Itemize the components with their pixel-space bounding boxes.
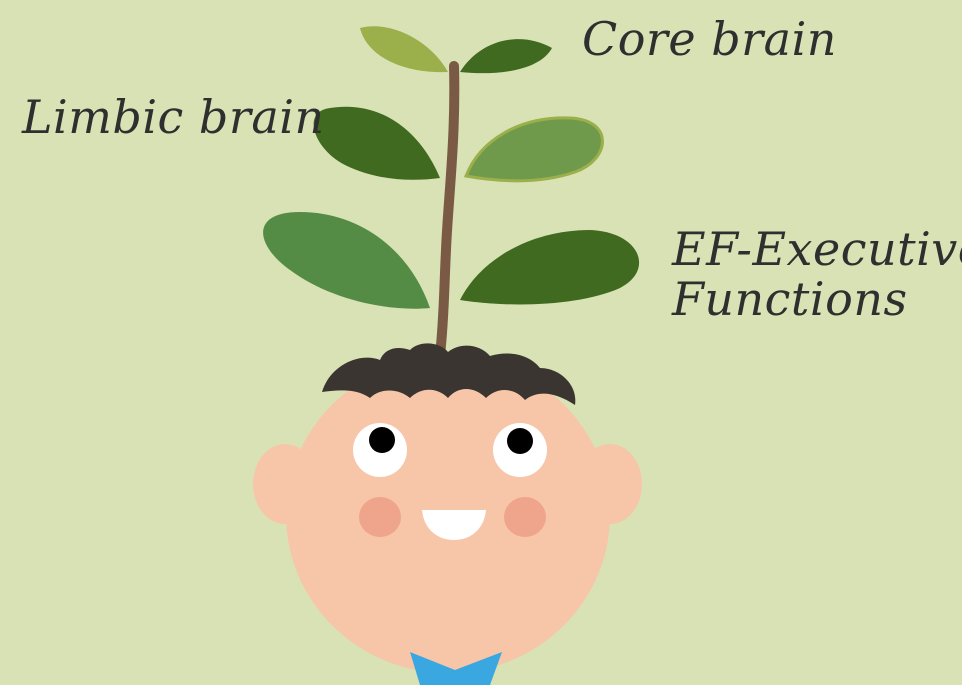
label-ef-line1: EF-Executive — [672, 222, 962, 276]
label-executive-functions: EF-Executive Functions — [672, 224, 962, 324]
leaf-middle-left — [313, 106, 440, 180]
plant-stem — [435, 61, 460, 360]
smile-mouth — [422, 510, 486, 540]
label-core-brain: Core brain — [582, 12, 837, 66]
label-limbic-brain: Limbic brain — [22, 90, 325, 144]
hair — [322, 343, 576, 405]
left-pupil — [369, 427, 395, 453]
leaf-middle-right — [463, 116, 604, 183]
right-cheek — [504, 497, 546, 537]
leaf-top-left — [360, 26, 448, 73]
leaf-lower-left — [263, 212, 430, 309]
left-cheek — [359, 497, 401, 537]
leaf-top-right — [460, 39, 552, 74]
label-ef-line2: Functions — [672, 272, 908, 326]
leaf-lower-right — [460, 230, 640, 305]
bowtie — [410, 652, 502, 685]
right-pupil — [507, 428, 533, 454]
